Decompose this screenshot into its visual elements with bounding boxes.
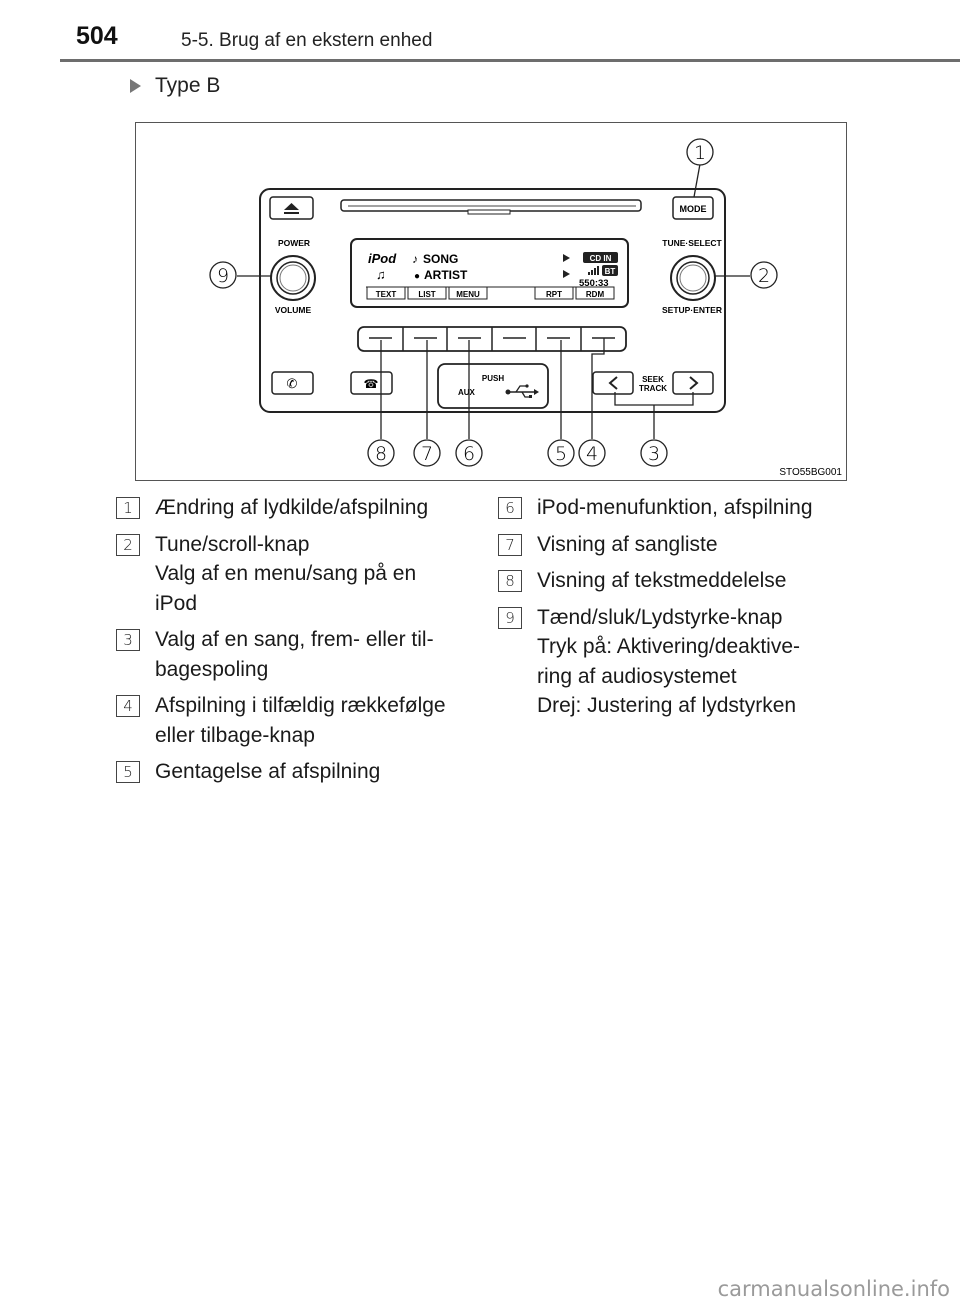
setup-enter-label: SETUP·ENTER	[662, 305, 722, 315]
bt-indicator	[602, 265, 618, 276]
page-number: 504	[76, 22, 118, 50]
header-rule	[60, 59, 960, 62]
volume-label: VOLUME	[275, 305, 312, 315]
preset-buttons	[357, 326, 627, 352]
mode-label: MODE	[680, 204, 707, 214]
legend-item: 6 iPod-menufunktion, afspilning	[492, 493, 842, 523]
arrow-right-icon	[563, 270, 570, 278]
usb-icon	[505, 384, 539, 398]
callout-4: 4	[586, 443, 598, 465]
legend-number: 9	[498, 606, 522, 629]
legend-text: iPod-menufunktion, afspilning	[537, 496, 813, 519]
soft-key-menu: MENU	[456, 290, 480, 299]
aux-label: AUX	[458, 388, 476, 397]
legend-number: 1	[116, 497, 140, 519]
chevron-right-icon	[689, 376, 699, 390]
hangup-button	[350, 371, 393, 395]
watermark: carmanualsonline.info	[717, 1277, 950, 1301]
callout-6: 6	[463, 443, 475, 465]
legend-text: Tryk på: Aktivering/deaktive-	[537, 635, 800, 658]
legend-text: Ændring af lydkilde/afspilning	[155, 496, 429, 519]
callout-1: 1	[694, 142, 706, 164]
callout-8: 8	[375, 443, 387, 465]
legend-item: 3 Valg af en sang, frem- eller til- bage…	[110, 625, 478, 684]
artist-icon: ●	[414, 271, 420, 282]
callout-7: 7	[421, 443, 433, 465]
legend-text: bagespoling	[155, 657, 269, 681]
legend-number: 3	[116, 629, 140, 651]
legend-text: Valg af en sang, frem- eller til-	[155, 628, 434, 651]
eject-icon	[284, 203, 299, 210]
seek-back-button	[592, 371, 634, 395]
legend-text: Visning af sangliste	[537, 532, 718, 556]
callout-5: 5	[555, 443, 567, 465]
legend-text: Valg af en menu/sang på en	[155, 562, 417, 585]
legend-number: 5	[116, 761, 140, 783]
legend-number: 6	[498, 497, 522, 519]
legend-item: 9 Tænd/sluk/Lydstyrke-knap Tryk på: Akti…	[492, 603, 842, 721]
note-icon: ♪	[412, 252, 418, 266]
legend-text: Tune/scroll-knap	[155, 532, 310, 556]
callout-leader-lines	[237, 163, 750, 439]
music-icon: ♫	[376, 267, 386, 282]
signal-icon	[588, 266, 599, 275]
bt-text: BT	[605, 267, 616, 276]
legend-text: Tænd/sluk/Lydstyrke-knap	[537, 605, 783, 629]
power-label: POWER	[278, 238, 310, 248]
soft-key-rpt: RPT	[546, 290, 562, 299]
callout-9: 9	[217, 265, 229, 287]
callout-3: 3	[648, 443, 660, 465]
callout-2: 2	[758, 265, 770, 287]
chevron-left-icon	[608, 376, 618, 390]
seek-forward-button	[672, 371, 714, 395]
soft-key-text: TEXT	[376, 290, 397, 299]
legend-number: 4	[116, 695, 140, 717]
mode-button	[672, 196, 714, 220]
call-button	[271, 371, 314, 395]
legend-right-column: 6 iPod-menufunktion, afspilning 7 Visnin…	[492, 493, 842, 728]
ipod-display-text: iPod	[368, 251, 397, 266]
legend-text: iPod	[155, 591, 198, 615]
soft-key-list: LIST	[418, 290, 435, 299]
legend-number: 8	[498, 570, 522, 592]
legend-text: eller tilbage-knap	[155, 723, 315, 747]
section-title: 5-5. Brug af en ekstern enhed	[181, 30, 433, 51]
legend-item: 8 Visning af tekstmeddelelse	[492, 566, 842, 596]
legend-item: 4 Afspilning i tilfældig rækkefølge elle…	[110, 691, 478, 750]
triangle-bullet-icon	[130, 79, 141, 93]
seek-label: SEEK	[642, 375, 664, 384]
legend-item: 2 Tune/scroll-knap Valg af en menu/sang …	[110, 530, 478, 619]
legend-text: ring af audiosystemet	[537, 664, 737, 688]
time-display-text: 550:33	[579, 278, 609, 289]
legend-text: Visning af tekstmeddelelse	[537, 569, 787, 592]
aux-usb-cover	[437, 363, 549, 409]
soft-key-rdm: RDM	[586, 290, 605, 299]
legend-number: 2	[116, 533, 140, 556]
song-display-text: SONG	[423, 252, 458, 266]
legend-item: 1 Ændring af lydkilde/afspilning	[110, 493, 478, 523]
audio-panel-figure: MODE POWER VOLUME TUNE·SELECT SETUP·ENTE…	[135, 122, 847, 481]
cd-in-text: CD IN	[590, 254, 612, 263]
type-heading-text: Type B	[155, 74, 221, 97]
cd-in-indicator	[583, 252, 618, 263]
arrow-right-icon	[563, 254, 570, 262]
track-label: TRACK	[639, 384, 667, 393]
phone-icon: ✆	[287, 376, 298, 391]
figure-code: STO55BG001	[779, 467, 842, 478]
legend-item: 7 Visning af sangliste	[492, 530, 842, 560]
tune-select-label: TUNE·SELECT	[662, 238, 722, 248]
type-heading: Type B	[130, 74, 220, 98]
audio-panel-illustration: MODE POWER VOLUME TUNE·SELECT SETUP·ENTE…	[209, 138, 842, 478]
legend-text: Drej: Justering af lydstyrken	[537, 694, 797, 717]
legend-text: Afspilning i tilfældig rækkefølge	[155, 694, 446, 717]
artist-display-text: ARTIST	[424, 268, 468, 282]
hangup-icon: ☎	[364, 377, 379, 391]
legend-item: 5 Gentagelse af afspilning	[110, 757, 478, 787]
legend-text: Gentagelse af afspilning	[155, 760, 381, 783]
callout-numbers: 1 2 3 4 5 6 7 8 9	[209, 138, 778, 467]
push-label: PUSH	[482, 374, 504, 383]
legend-number: 7	[498, 533, 522, 556]
legend-left-column: 1 Ændring af lydkilde/afspilning 2 Tune/…	[110, 493, 478, 794]
